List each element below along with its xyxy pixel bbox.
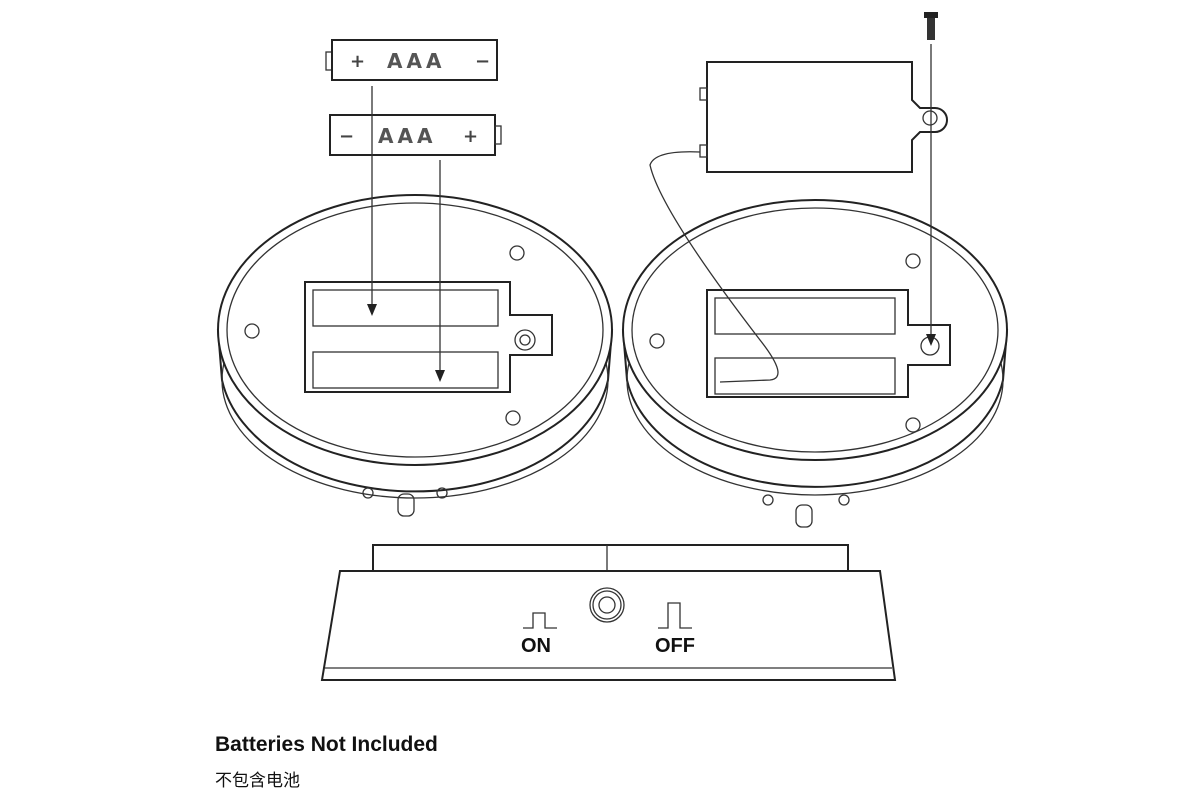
insert-arrows [367,86,445,382]
batteries-not-included-caption: Batteries Not Included [215,733,438,756]
screw-hole-icon [244,323,260,339]
on-pulse-icon [523,612,557,629]
battery-compartment-right [706,289,951,398]
svg-text:AAA: AAA [378,124,436,148]
left-base-disc [216,194,614,517]
svg-text:AAA: AAA [387,49,445,73]
batteries-not-included-caption-chinese: 不包含电池 [215,771,300,791]
off-pulse-icon [658,602,692,629]
aaa-battery-bottom: − AAA + [329,114,502,156]
base-side-view: ON OFF [320,544,897,681]
svg-text:ON: ON [521,635,551,657]
svg-text:−: − [339,126,354,147]
svg-text:OFF: OFF [655,635,695,657]
aaa-battery-top: + AAA − [325,39,498,81]
button-icon [397,493,415,517]
svg-text:−: − [475,51,490,72]
right-base-disc [621,199,1009,528]
battery-cover [649,61,948,383]
svg-text:+: + [350,51,365,72]
power-button[interactable] [589,587,625,623]
svg-text:+: + [463,126,478,147]
battery-compartment-left [304,281,553,393]
screw-hole-icon [505,410,521,426]
screw-hole-icon [509,245,525,261]
button-icon [795,504,813,528]
screw-icon [924,12,938,346]
